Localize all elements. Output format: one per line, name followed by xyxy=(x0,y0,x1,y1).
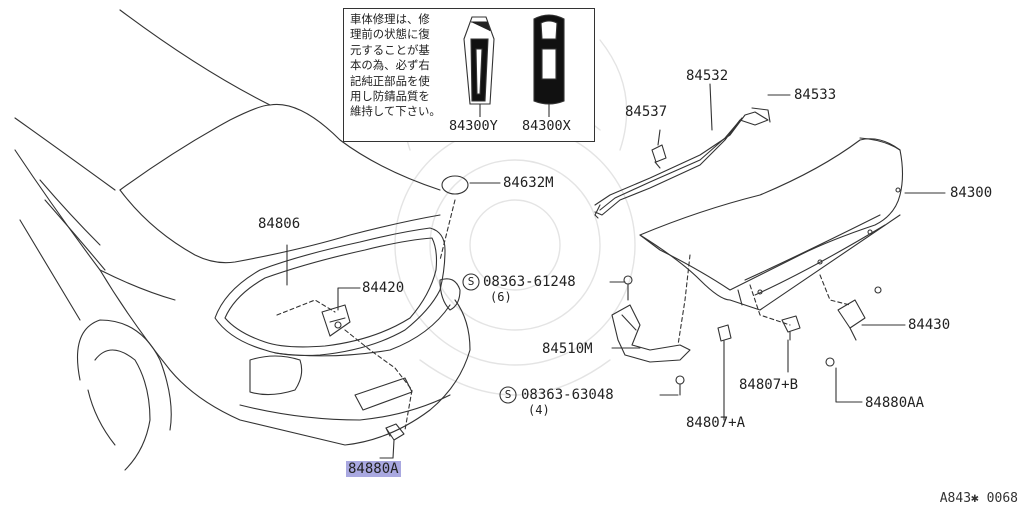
stopper-84807B-drawing xyxy=(781,315,801,341)
qty-08363-63048: (4) xyxy=(528,403,550,417)
part-84533[interactable]: 84533 xyxy=(794,87,837,103)
repair-notice-box: 車体修理は、修 理前の状態に復 元することが基 本の為、必ず右 記純正部品を使 … xyxy=(343,8,595,142)
torsion-bars-drawing xyxy=(594,107,771,219)
qty-08363-61248: (6) xyxy=(490,290,512,304)
screw-symbol-1 xyxy=(462,273,480,291)
screw-symbol-2 xyxy=(499,386,517,404)
part-84420[interactable]: 84420 xyxy=(362,280,405,296)
part-84880A-highlight: 84880A xyxy=(346,461,401,477)
stopper-84807A-drawing xyxy=(717,324,732,411)
part-84510M[interactable]: 84510M xyxy=(542,341,593,357)
bolt-84880A-drawing xyxy=(385,423,405,459)
hinge-84510M-drawing xyxy=(611,275,691,396)
part-84632M[interactable]: 84632M xyxy=(503,175,554,191)
part-84880AA[interactable]: 84880AA xyxy=(865,395,925,411)
part-84430[interactable]: 84430 xyxy=(908,317,951,333)
lock-84430-drawing xyxy=(825,286,882,367)
part-84532[interactable]: 84532 xyxy=(686,68,729,84)
sealer-products-drawing xyxy=(463,14,565,117)
trunk-lid-drawing xyxy=(639,137,904,311)
clip-84537-drawing xyxy=(651,144,667,169)
part-08363-63048[interactable]: 08363-63048 xyxy=(521,387,614,403)
part-84537[interactable]: 84537 xyxy=(625,104,668,120)
part-84807B[interactable]: 84807+B xyxy=(739,377,799,393)
part-84807A[interactable]: 84807+A xyxy=(686,415,746,431)
figure-code: A843✱ 0068 xyxy=(939,491,1018,506)
part-84880A[interactable]: 84880A xyxy=(346,461,401,477)
part-08363-61248[interactable]: 08363-61248 xyxy=(483,274,576,290)
grommet-84632M-drawing xyxy=(441,175,469,195)
screw-s-icon-2: S xyxy=(504,388,512,401)
part-84300Y[interactable]: 84300Y xyxy=(449,118,498,134)
screw-s-icon-1: S xyxy=(467,275,475,288)
part-84300X[interactable]: 84300X xyxy=(522,118,571,134)
part-84300[interactable]: 84300 xyxy=(950,185,993,201)
part-84806[interactable]: 84806 xyxy=(258,216,301,232)
repair-notice-text: 車体修理は、修 理前の状態に復 元することが基 本の為、必ず右 記純正部品を使 … xyxy=(350,12,441,119)
leader-lines xyxy=(286,83,946,459)
hinge-84420-drawing xyxy=(321,304,351,337)
